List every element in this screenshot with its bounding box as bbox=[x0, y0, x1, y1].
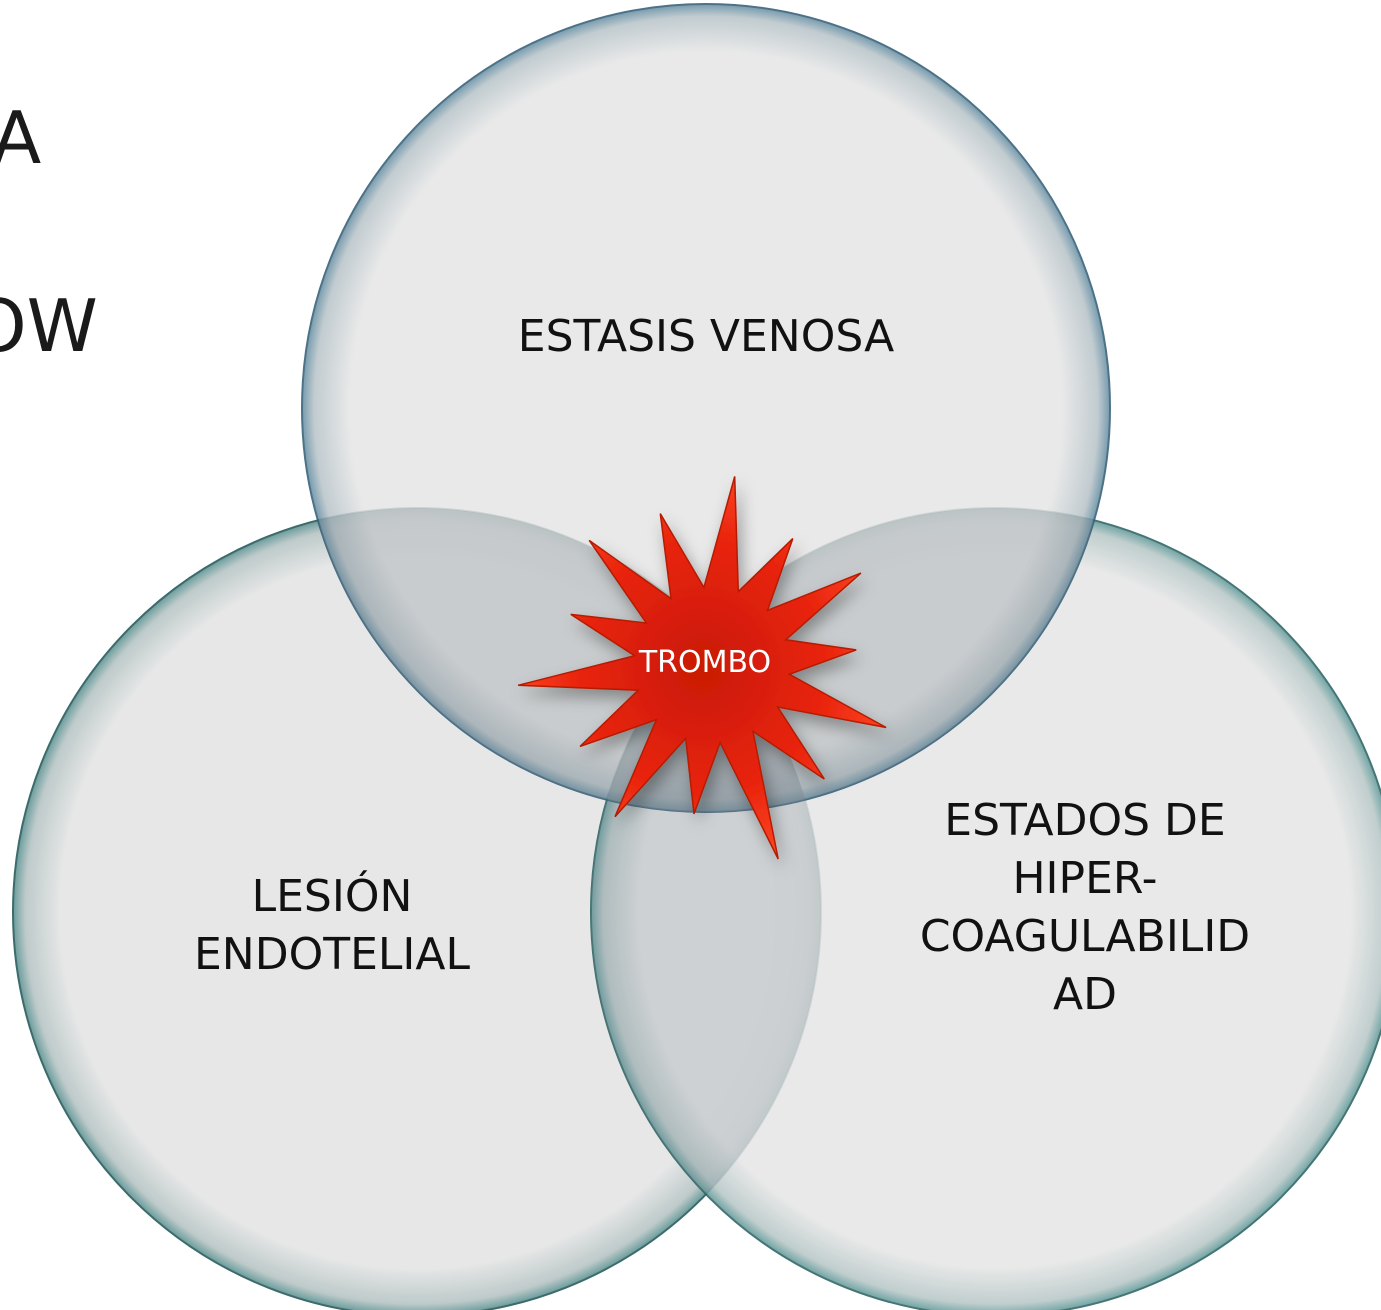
label-line: LESIÓN bbox=[251, 871, 413, 922]
label-line: ESTADOS DE bbox=[944, 795, 1226, 846]
label-line: HIPER- bbox=[1012, 853, 1158, 904]
label-line: AD bbox=[1053, 969, 1117, 1020]
label-line: COAGULABILID bbox=[919, 911, 1251, 962]
label-hipercoagulabilidad: ESTADOS DE HIPER- COAGULABILID AD bbox=[825, 792, 1345, 1024]
background-text-fragment-1: A bbox=[0, 96, 42, 180]
background-text-fragment-2: OW bbox=[0, 284, 98, 368]
label-lesion-endotelial: LESIÓN ENDOTELIAL bbox=[112, 868, 552, 984]
trombo-label: TROMBO bbox=[638, 645, 772, 680]
label-line: ESTASIS VENOSA bbox=[517, 311, 895, 362]
trombo-starburst bbox=[517, 476, 887, 860]
label-estasis-venosa: ESTASIS VENOSA bbox=[406, 308, 1006, 366]
label-line: ENDOTELIAL bbox=[193, 929, 470, 980]
circle-estasis-venosa bbox=[301, 3, 1111, 813]
